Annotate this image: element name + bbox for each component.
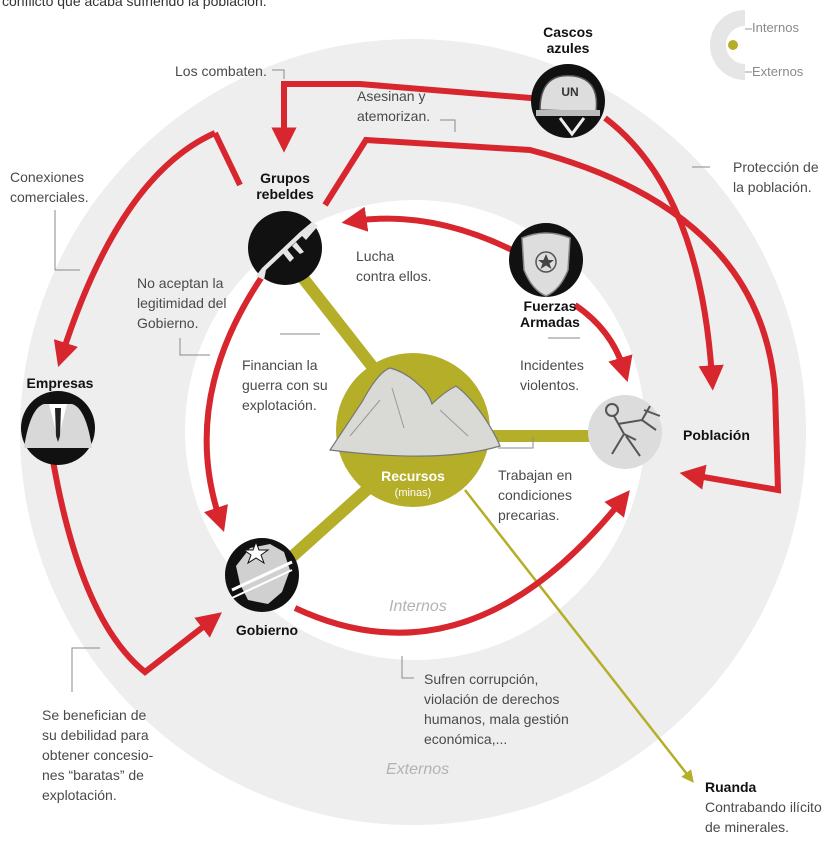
annotation-lucha: Lucha contra ellos. [356,248,432,284]
cascos-azules-node: UN [531,64,605,138]
country-map-star-icon [231,540,293,604]
business-suit-icon [24,404,92,448]
gobierno-label: Gobierno [235,622,299,638]
mineral-mountain-icon [328,367,501,457]
fuerzas-armadas-node [509,223,583,297]
annotation-los-combaten: Los combaten. [175,63,267,79]
grupos-rebeldes-label: Grupos rebeldes [256,170,314,202]
recursos-label: Recursos [381,468,445,484]
arrow-se-benefician [49,454,222,676]
grupos-rebeldes-node [248,211,322,285]
arrow-incidentes [573,302,633,383]
svg-text:UN: UN [561,85,578,99]
empresas-label: Empresas [26,375,94,391]
annotation-financian: Financian la guerra con su explotación. [242,357,328,413]
leader-lines [54,69,710,692]
recursos-sublabel: (minas) [394,487,432,499]
annotation-asesinan: Asesinan y atemorizan. [357,88,431,124]
rifle-icon [256,222,318,280]
ruanda-label: Ruanda [705,779,757,795]
arrow-conexiones [62,130,243,355]
empresas-node [21,391,95,465]
un-helmet-icon: UN [536,74,600,137]
ruanda-description: Contrabando ilícito de minerales. [705,799,822,835]
arrow-no-aceptan [203,266,271,532]
poblacion-label: Población [683,427,750,443]
arrow-lucha [341,206,514,253]
zone-label-outer: Externos [386,761,450,778]
arrow-los-combaten [271,81,556,153]
relationship-arrows [49,81,782,676]
ruanda-smuggling-arrow [464,489,694,783]
poblacion-node [588,395,662,469]
legend-inner-label: Internos [752,20,799,35]
annotation-no-aceptan: No aceptan la legitimidad del Gobierno. [137,275,227,331]
intro-text: conflicto que acaba sufriendo la poblaci… [2,0,267,9]
recursos-node [328,353,501,507]
annotation-proteccion: Protección de la población. [733,159,819,195]
annotation-conexiones: Conexiones comerciales. [10,169,89,205]
arrow-sufren [293,490,630,636]
legend-outer-label: Externos [752,64,804,79]
cascos-azules-label: Cascos azules [543,24,593,56]
fuerzas-armadas-label: Fuerzas Armadas [520,298,580,330]
annotation-se-benefician: Se benefician de su debilidad para obten… [42,707,154,803]
miner-worker-icon [605,403,661,457]
annotation-incidentes: Incidentes violentos. [520,357,584,393]
legend-glyph [710,10,752,80]
arrow-asesinan [322,136,782,494]
annotation-trabajan: Trabajan en condiciones precarias. [498,467,573,523]
police-badge-icon [521,232,571,297]
gobierno-node [225,538,299,612]
annotation-sufren: Sufren corrupción, violación de derechos… [424,671,569,747]
zone-label-inner: Internos [389,598,447,615]
